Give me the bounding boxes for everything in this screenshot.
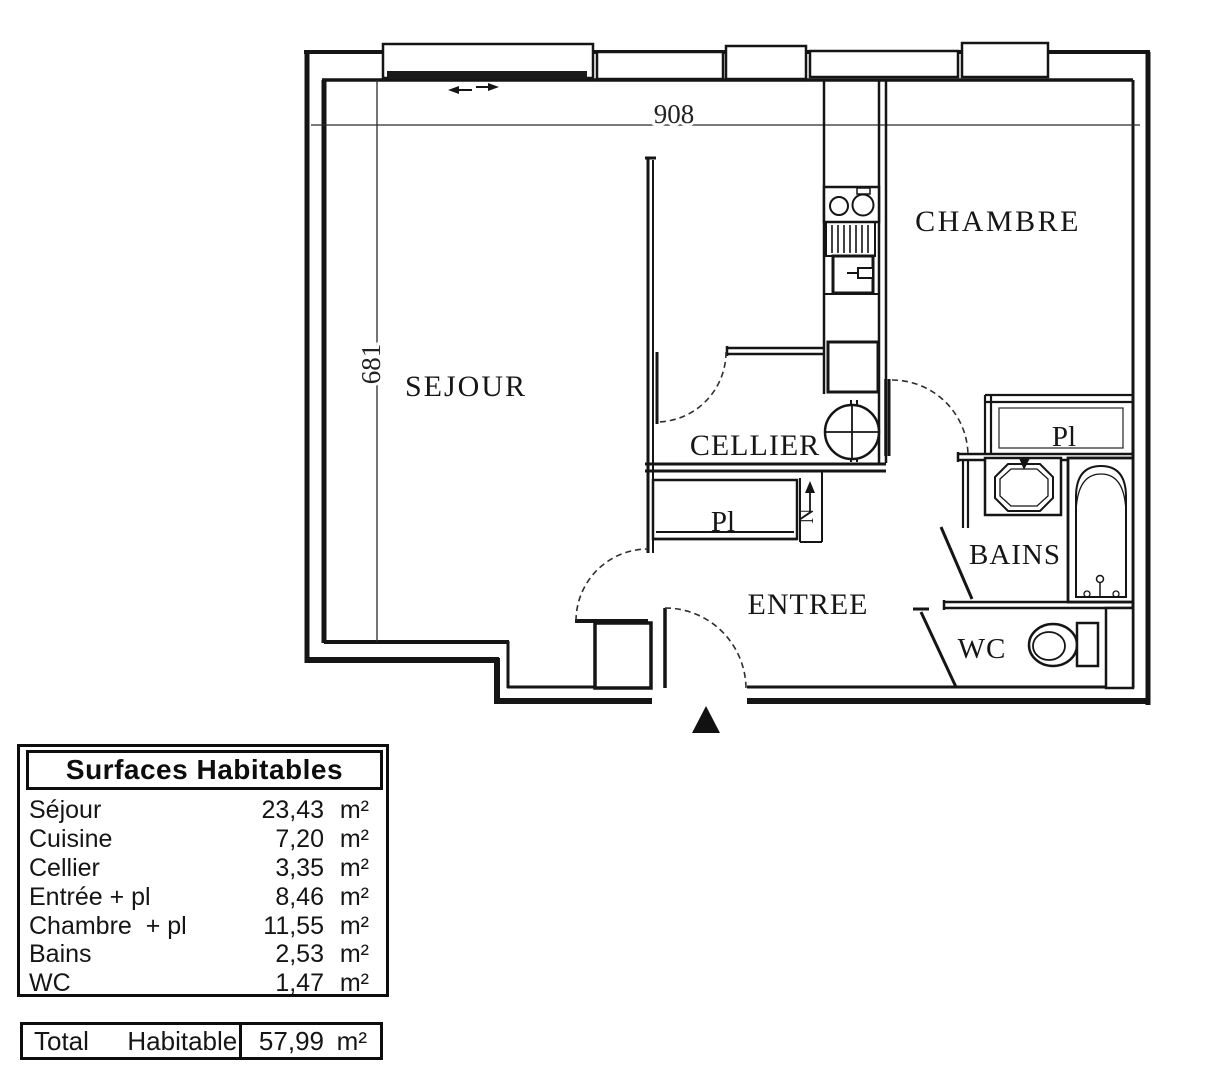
sliding-window-arrows xyxy=(448,83,499,94)
surface-row-sejour: Séjour 23,43 m² xyxy=(20,796,386,825)
row-unit: m² xyxy=(339,969,369,998)
floor-plan-drawing: 908 681 xyxy=(304,41,1151,733)
north-arrow: N xyxy=(794,481,818,524)
wc-duct xyxy=(1104,606,1135,690)
window-2 xyxy=(595,50,725,81)
total-value: 57,99 xyxy=(258,1026,324,1056)
room-label-wc: WC xyxy=(958,633,1007,665)
interior-walls xyxy=(593,80,1135,690)
row-value: 23,43 xyxy=(261,796,324,824)
surfaces-table: Surfaces Habitables Séjour 23,43 m² Cuis… xyxy=(17,744,389,997)
wc-door-leaf xyxy=(919,611,958,688)
row-label: Séjour xyxy=(29,796,102,824)
row-value: 8,46 xyxy=(275,882,324,911)
row-unit: m² xyxy=(339,882,369,911)
room-label-sejour: SEJOUR xyxy=(405,370,527,403)
kitchen-cabinet xyxy=(826,340,880,394)
row-unit: m² xyxy=(339,796,369,824)
row-value: 11,55 xyxy=(263,911,324,940)
entrance-marker xyxy=(692,706,720,733)
row-value: 1,47 xyxy=(275,969,324,998)
row-label: Cellier xyxy=(29,853,100,882)
kitchen-unit xyxy=(822,185,881,394)
bains-door-leaf xyxy=(939,526,974,600)
row-unit: m² xyxy=(339,940,369,969)
dimension-height-label: 681 xyxy=(356,344,386,385)
surfaces-table-title: Surfaces Habitables xyxy=(26,750,383,790)
dimension-lines xyxy=(311,80,1140,642)
total-value-cell: 57,99 m² xyxy=(242,1025,380,1057)
surface-row-chambre: Chambre + pl 11,55 m² xyxy=(20,912,386,941)
row-unit: m² xyxy=(339,824,369,853)
row-label: Cuisine xyxy=(29,824,113,853)
row-value: 7,20 xyxy=(275,824,324,853)
window-chambre xyxy=(960,41,1050,79)
window-3 xyxy=(724,44,808,81)
row-unit: m² xyxy=(339,911,369,940)
window-sill-band xyxy=(387,71,587,79)
doors xyxy=(575,351,974,690)
room-label-entree: ENTREE xyxy=(748,588,869,621)
basin-faucet xyxy=(1019,458,1030,470)
entrance-door-arc xyxy=(664,607,747,690)
room-label-chambre: CHAMBRE xyxy=(915,205,1081,238)
row-label: Bains xyxy=(29,940,92,969)
room-label-placard-hall: Pl xyxy=(711,506,735,538)
room-label-bains: BAINS xyxy=(969,539,1061,571)
room-label-placard-chambre: Pl xyxy=(1052,421,1076,453)
dimension-width-label: 908 xyxy=(654,99,695,129)
cellier-door-arc xyxy=(656,351,727,423)
surface-row-bains: Bains 2,53 m² xyxy=(20,940,386,969)
surface-row-cellier: Cellier 3,35 m² xyxy=(20,854,386,883)
bathroom-fixtures xyxy=(983,456,1135,668)
sejour-door-arc xyxy=(575,548,649,622)
windows xyxy=(381,41,1050,94)
exterior-walls xyxy=(304,50,1151,705)
row-value: 3,35 xyxy=(275,853,324,882)
surface-row-wc: WC 1,47 m² xyxy=(20,969,386,998)
row-label: WC xyxy=(29,969,71,998)
chambre-door-arc xyxy=(891,379,969,457)
row-value: 2,53 xyxy=(275,940,324,969)
surfaces-table-rows: Séjour 23,43 m² Cuisine 7,20 m² Cellier … xyxy=(20,796,386,998)
closet-hall xyxy=(651,471,823,543)
burner-left xyxy=(829,196,849,216)
faucet xyxy=(857,267,874,279)
toilet-tank xyxy=(1075,621,1100,668)
tub-drain xyxy=(1095,574,1105,584)
total-label: Total Habitable xyxy=(23,1025,242,1057)
north-label: N xyxy=(794,508,818,523)
row-unit: m² xyxy=(339,853,369,882)
surface-row-cuisine: Cuisine 7,20 m² xyxy=(20,825,386,854)
water-heater xyxy=(823,403,881,461)
surface-row-entree: Entrée + pl 8,46 m² xyxy=(20,883,386,912)
room-label-cellier: CELLIER xyxy=(690,429,820,462)
row-label: Entrée + pl xyxy=(29,882,151,911)
total-table: Total Habitable 57,99 m² xyxy=(20,1022,383,1060)
window-4 xyxy=(808,49,960,79)
total-unit: m² xyxy=(336,1026,367,1056)
wall-pier xyxy=(593,621,653,690)
row-label: Chambre + pl xyxy=(29,911,187,940)
bathtub xyxy=(1066,456,1135,604)
